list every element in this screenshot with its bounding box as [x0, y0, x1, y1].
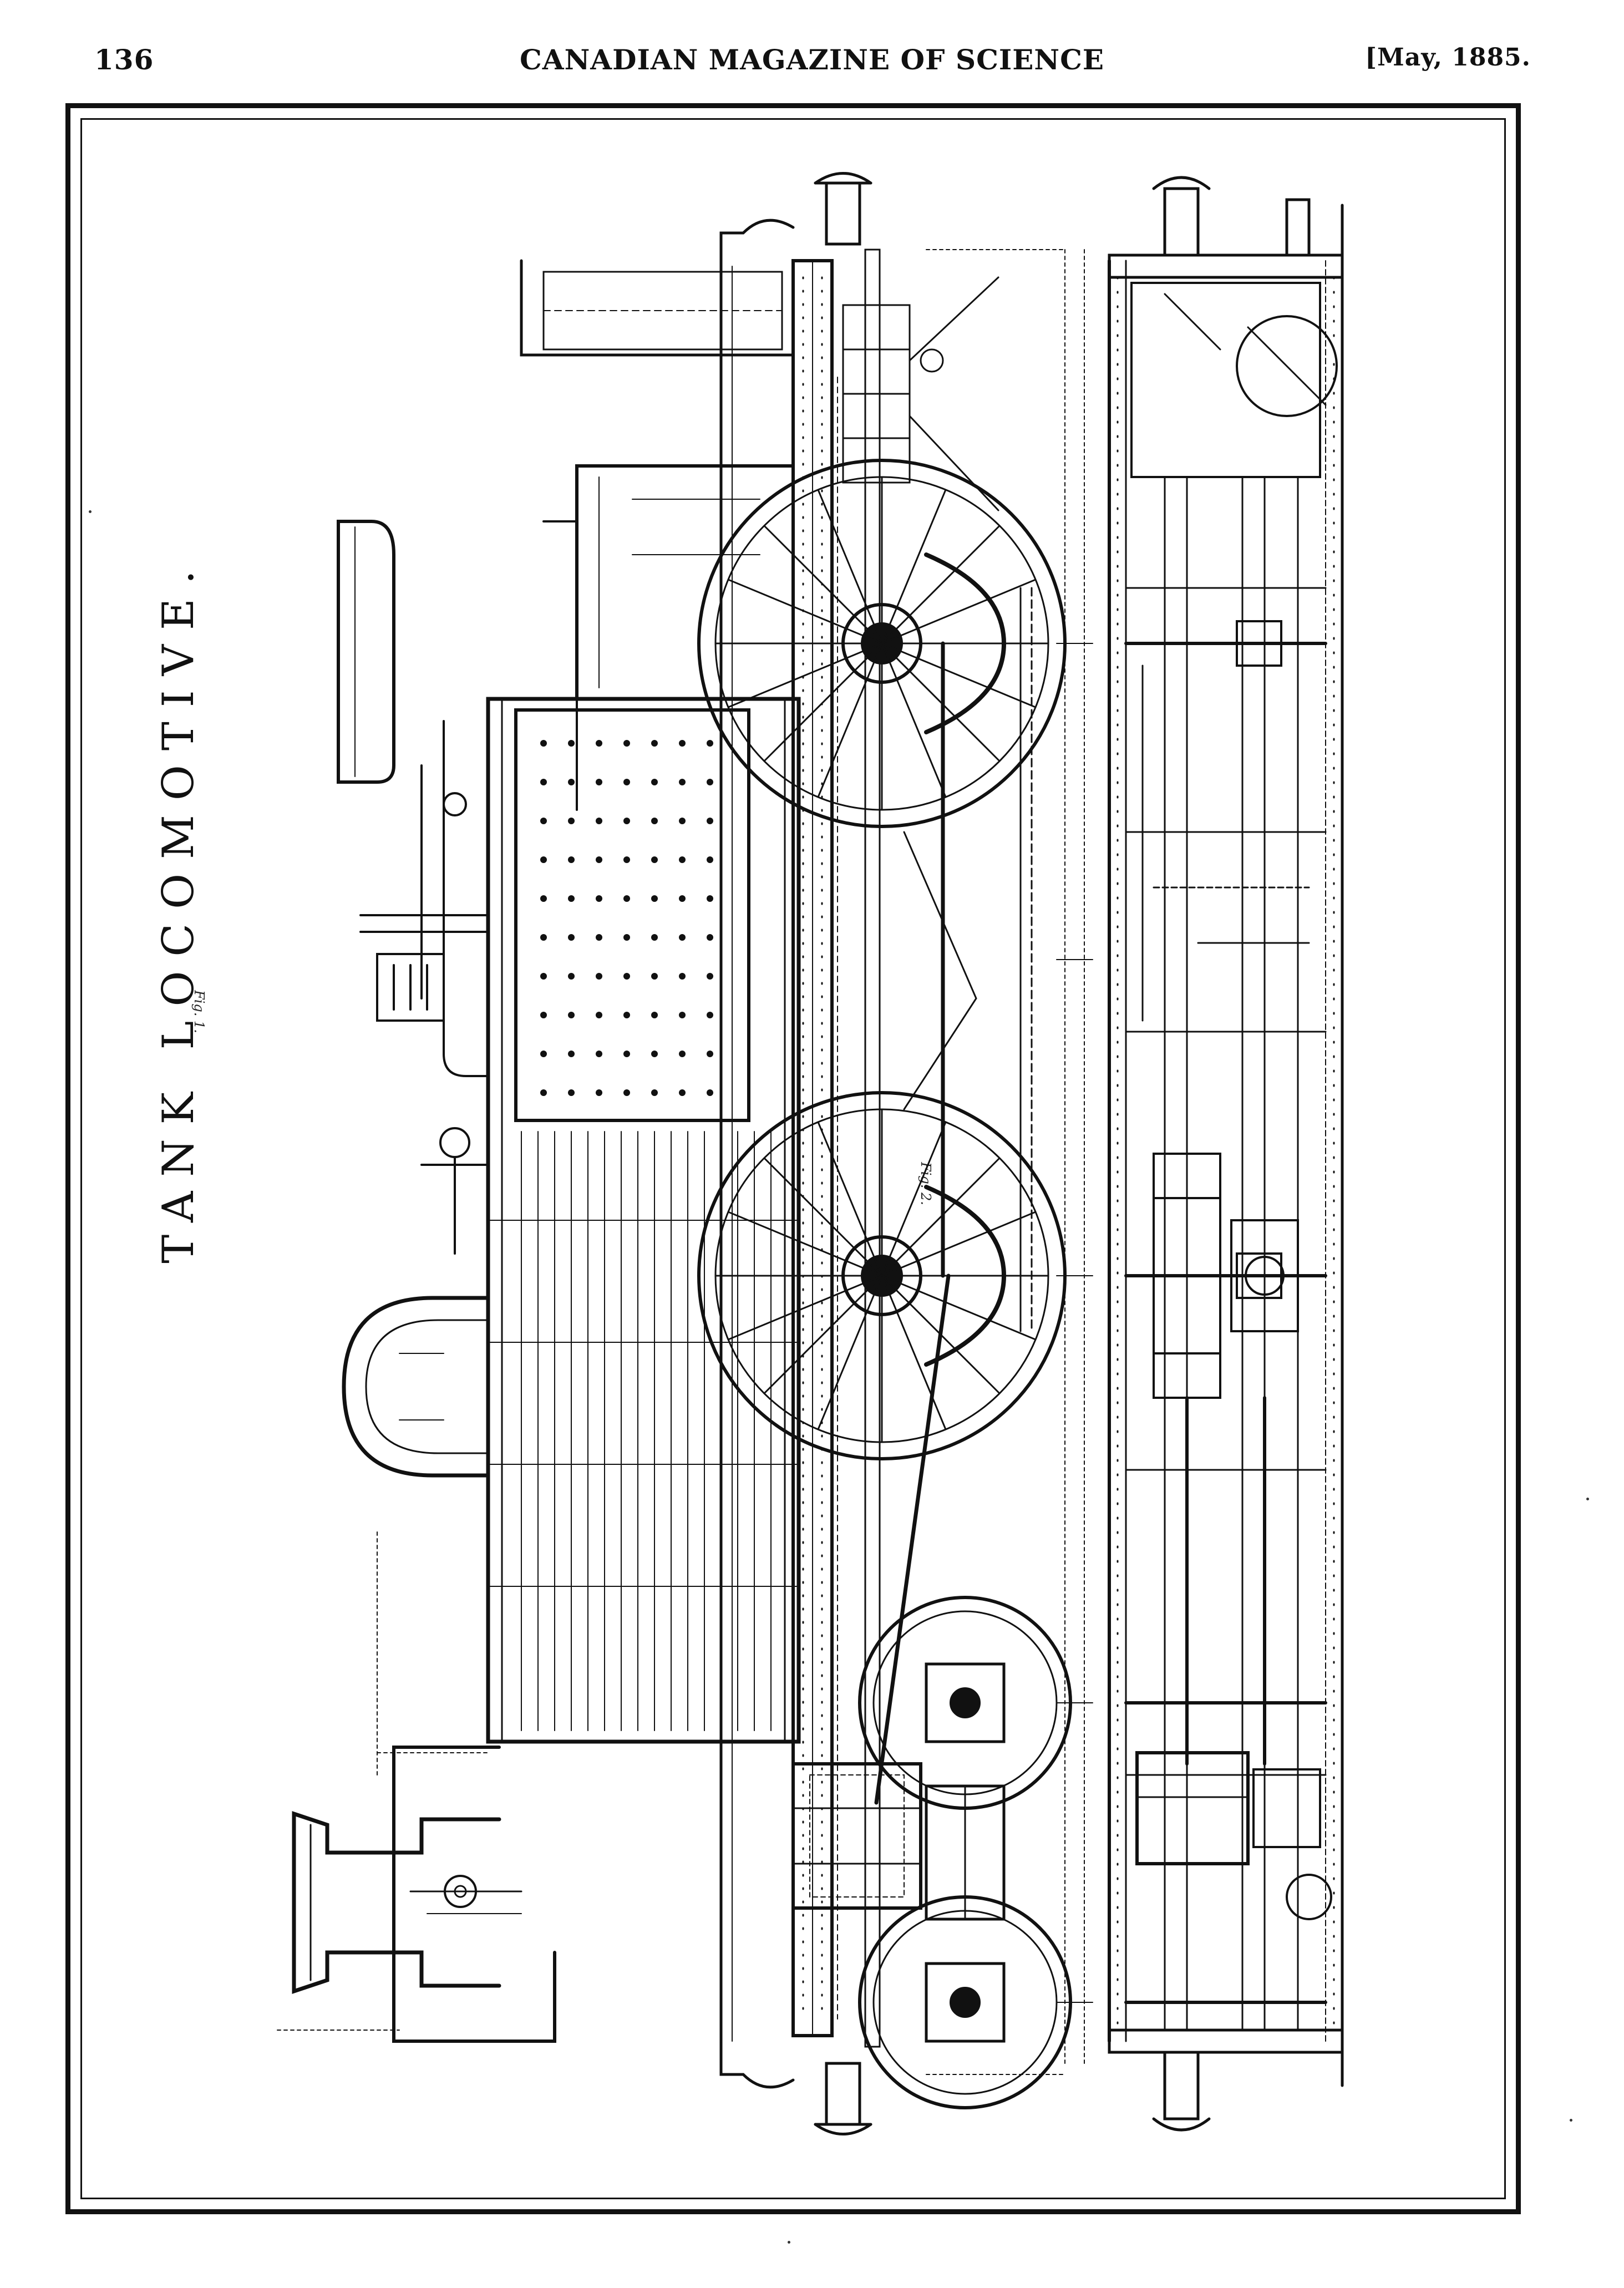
locomotive-engineering-drawing	[277, 172, 1344, 2135]
plate-title-text: TANK LOCOMOTIVE.	[154, 556, 204, 1264]
issue-date: [May, 1885.	[1365, 43, 1531, 72]
driving-wheel-2	[697, 1091, 1067, 1460]
plan-view	[1108, 176, 1344, 2132]
plate-frame	[65, 103, 1521, 2214]
page-number: 136	[94, 43, 154, 76]
side-elevation-view	[277, 172, 1093, 2135]
print-speck	[1586, 1498, 1589, 1500]
leading-wheel-2	[858, 1895, 1072, 2109]
driving-wheel-1	[697, 459, 1067, 828]
print-speck	[1570, 2119, 1572, 2122]
plate-inner-rule	[80, 118, 1506, 2199]
firebox-staybolt-grid	[540, 740, 713, 1096]
print-speck	[788, 2241, 790, 2244]
running-title: CANADIAN MAGAZINE OF SCIENCE	[520, 43, 1104, 76]
figure-1-label: Fig. 1.	[191, 990, 207, 1033]
print-speck	[89, 510, 92, 513]
